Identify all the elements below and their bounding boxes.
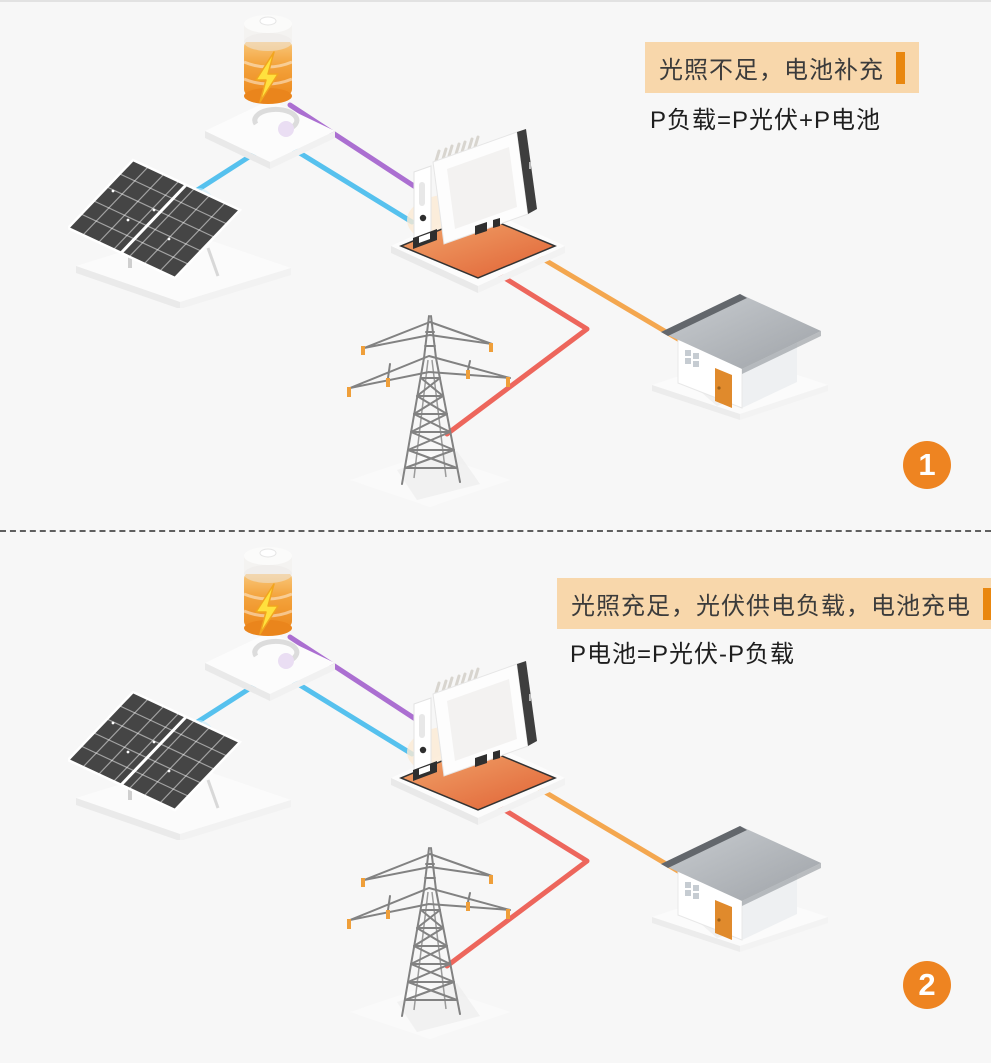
top-border-line — [0, 0, 991, 2]
scenario-2-formula: P电池=P光伏-P负载 — [570, 641, 796, 668]
scenario-1-badge: 1 — [903, 441, 951, 489]
scenario-2-title: 光照充足，光伏供电负载，电池充电 — [571, 593, 971, 620]
house-icon — [645, 800, 830, 955]
battery-to-inverter-line — [287, 102, 423, 193]
scenario-panel-1: 光照不足，电池补充 P负载=P光伏+P电池 1 — [0, 0, 991, 531]
scenario-1-title: 光照不足，电池补充 — [659, 57, 884, 84]
grid-tower-icon — [342, 288, 517, 514]
solar-panel-icon — [68, 158, 293, 308]
battery-icon — [200, 540, 340, 705]
inverter-icon — [383, 652, 568, 827]
dashed-divider — [0, 530, 991, 532]
battery-icon — [200, 8, 340, 173]
inverter-icon — [383, 120, 568, 295]
scenario-panel-2: 光照充足，光伏供电负载，电池充电 P电池=P光伏-P负载 2 — [0, 532, 991, 1063]
scenario-1-formula: P负载=P光伏+P电池 — [650, 107, 882, 134]
scenario-2-badge: 2 — [903, 961, 951, 1009]
grid-tower-icon — [342, 820, 517, 1046]
scenario-2-callout: 光照充足，光伏供电负载，电池充电 — [557, 578, 991, 629]
solar-panel-icon — [68, 690, 293, 840]
house-icon — [645, 268, 830, 423]
callout-accent-bar — [983, 587, 991, 620]
callout-accent-bar — [896, 51, 905, 84]
scenario-1-callout: 光照不足，电池补充 — [645, 42, 919, 93]
battery-to-inverter-line — [287, 634, 423, 725]
